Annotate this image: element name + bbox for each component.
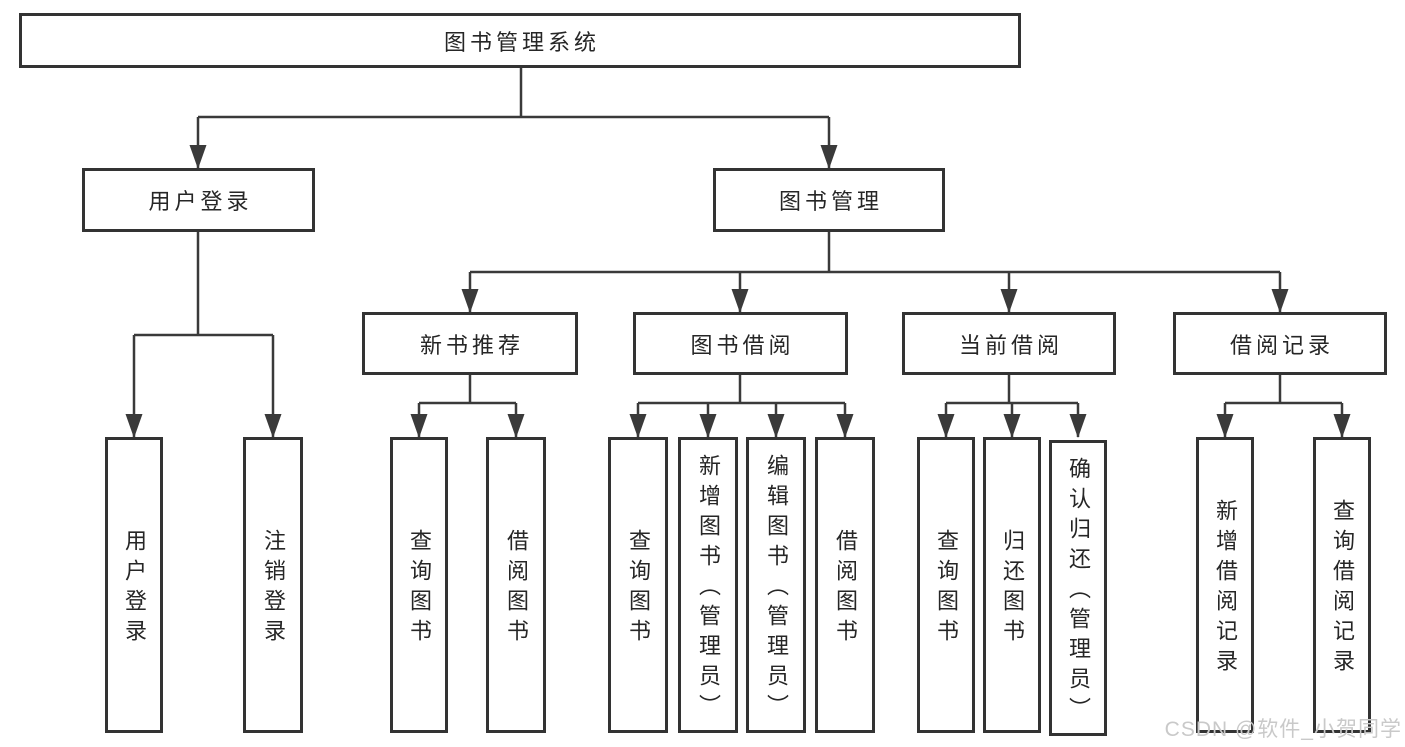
leaf-add-book-admin: 新增图书（管理员） — [678, 437, 738, 733]
leaf-add-borrow-record: 新增借阅记录 — [1196, 437, 1254, 733]
node-book-management: 图书管理 — [713, 168, 945, 232]
leaf-query-books-2: 查询图书 — [608, 437, 668, 733]
leaf-borrow-books-1: 借阅图书 — [486, 437, 546, 733]
node-user-login: 用户登录 — [82, 168, 315, 232]
node-book-borrowing: 图书借阅 — [633, 312, 848, 375]
node-current-borrowing: 当前借阅 — [902, 312, 1116, 375]
node-label: 图书管理 — [778, 189, 883, 214]
node-label: 用户登录 — [148, 189, 253, 214]
leaf-return-books: 归还图书 — [983, 437, 1041, 733]
leaf-edit-book-admin: 编辑图书（管理员） — [746, 437, 806, 733]
leaf-logout: 注销登录 — [243, 437, 303, 733]
node-new-book-recommendation: 新书推荐 — [362, 312, 578, 375]
node-label: 当前借阅 — [958, 332, 1063, 358]
node-label: 新书推荐 — [419, 332, 524, 358]
node-label: 借阅记录 — [1229, 332, 1334, 358]
leaf-query-books-1: 查询图书 — [390, 437, 448, 733]
node-label: 图书管理系统 — [443, 29, 600, 55]
leaf-query-books-3: 查询图书 — [917, 437, 975, 733]
leaf-borrow-books-2: 借阅图书 — [815, 437, 875, 733]
leaf-query-borrow-record: 查询借阅记录 — [1313, 437, 1371, 733]
leaf-confirm-return-admin: 确认归还（管理员） — [1049, 440, 1107, 736]
node-library-management-system: 图书管理系统 — [19, 13, 1021, 68]
csdn-watermark: CSDN @软件_小贺同学 — [1164, 718, 1402, 741]
node-label: 图书借阅 — [690, 332, 795, 358]
leaf-user-login: 用户登录 — [105, 437, 163, 733]
node-borrowing-records: 借阅记录 — [1173, 312, 1387, 375]
